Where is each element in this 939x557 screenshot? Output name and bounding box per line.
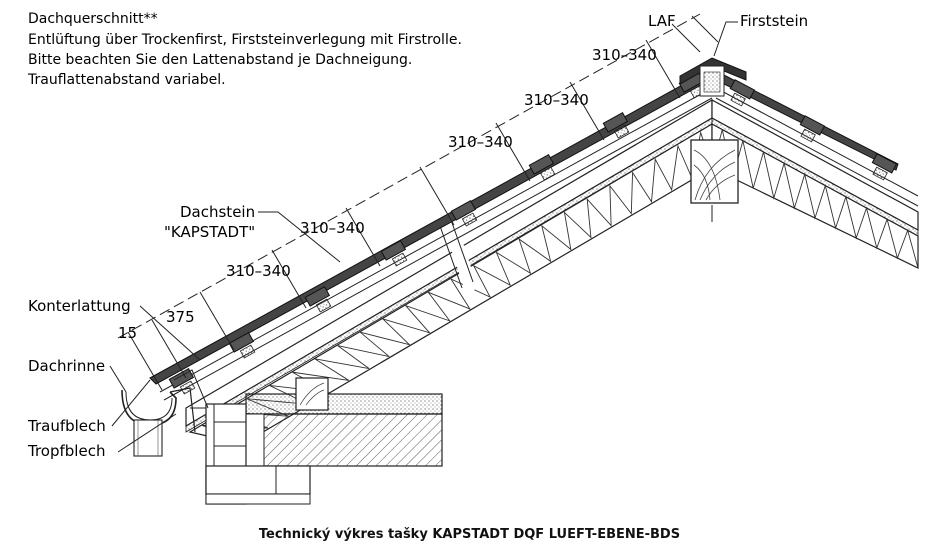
leader-lines [109,15,738,453]
batten-left [539,166,556,181]
dimension-tick [345,207,381,267]
notes-title: Dachquerschnitt** [28,11,158,27]
tropfblech-label: Tropfblech [27,442,105,460]
dim-375: 375 [166,308,195,326]
dimension-tick [645,39,681,99]
caption: Technický výkres tašky KAPSTADT DQF LUEF… [258,527,681,542]
tile-nose-right [729,79,756,100]
tile-nose-left [528,154,555,175]
tile-nose-left [380,240,407,261]
dimension-tick [271,249,307,309]
tile-nose-right [871,153,898,174]
batten-right [872,166,888,181]
dachrinne-label: Dachrinne [28,357,105,375]
dim-310-340-c: 310–340 [448,133,513,151]
traufblech-label: Traufblech [27,417,106,435]
batten-left [239,344,256,359]
kapstadt-label: "KAPSTADT" [164,223,255,241]
insulation-wave-right [711,129,919,269]
ridge-purlin [690,139,739,222]
notes-block: Dachquerschnitt** Entlüftung über Trocke… [27,11,462,88]
konterlattung-label: Konterlattung [28,297,131,315]
eave-wall-block [190,377,443,505]
tile-nose-left [304,286,331,307]
roof-tiles-right [715,71,919,207]
dimension-tick [151,319,187,379]
dachstein-label: Dachstein [180,203,255,221]
roof-tiles-left [149,71,713,401]
dim-310-340-a: 310–340 [226,262,291,280]
batten-left [179,380,196,395]
batten-left [391,252,408,267]
dimension-tick [495,122,531,182]
break-gap [440,210,478,294]
batten-left [613,124,630,139]
underlay-line-left [163,97,713,401]
dimension-chain [117,13,701,391]
right-insulation-band [711,98,919,269]
underlay-line-right [715,97,919,207]
notes-line-1: Entlüftung über Trockenfirst, Firststein… [28,32,462,48]
tile-nose-left [450,200,477,221]
dimension-tick [569,81,605,141]
batten-left [461,212,478,227]
batten-left [315,298,332,313]
notes-line-3: Trauflattenabstand variabel. [27,72,226,88]
dim-310-340-d: 310–340 [524,91,589,109]
firststein-label: Firststein [740,12,808,30]
break-line-b [450,219,474,283]
batten-right [800,128,816,143]
batten-right [730,92,746,107]
notes-line-2: Bitte beachten Sie den Lattenabstand je … [28,52,412,68]
dim-310-340-e: 310–340 [592,46,657,64]
tile-nose-left [168,368,195,389]
left-insulation-band [185,98,713,446]
laf-label: LAF [648,12,676,30]
tile-nose-right [799,115,826,136]
dimension-tick [199,291,235,351]
tile-nose-left [228,332,255,353]
dimension-tick [127,331,163,391]
dimension-tick [419,166,455,226]
dim-15: 15 [118,324,137,342]
tile-nose-left [602,112,629,133]
ridge-tile [679,57,747,97]
dim-310-340-b: 310–340 [300,219,365,237]
